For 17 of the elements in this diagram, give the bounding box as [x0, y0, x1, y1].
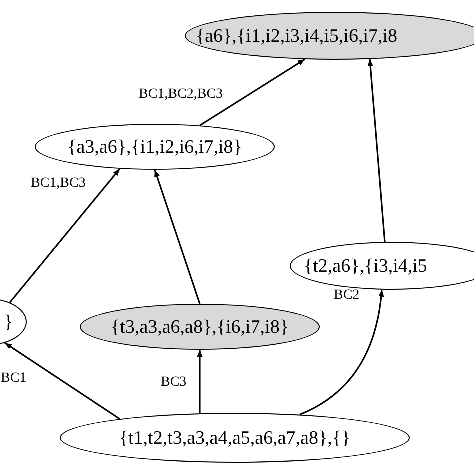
arrow [368, 59, 386, 242]
node-label: } [4, 312, 14, 332]
arrow [300, 290, 384, 416]
node-label: {a6},{i1,i2,i3,i4,i5,i6,i7,i8 [196, 26, 398, 46]
arrow [4, 342, 120, 420]
ellipse-node [290, 242, 474, 290]
edge-label: BC1,BC3 [30, 177, 87, 191]
node-label: {t2,a6},{i3,i4,i5 [304, 256, 428, 276]
arrow [197, 350, 203, 414]
arrow [200, 58, 306, 126]
arrow [9, 168, 121, 304]
ellipse-node [185, 12, 474, 60]
node-label: {t3,a3,a6,a8},{i6,i7,i8} [111, 318, 289, 336]
node-label: {a3,a6},{i1,i2,i6,i7,i8} [68, 138, 242, 156]
edge-label: BC1,BC2,BC3 [138, 88, 224, 102]
arrow [154, 170, 201, 304]
node-label: {t1,t2,t3,a3,a4,a5,a6,a7,a8},{} [119, 428, 351, 448]
